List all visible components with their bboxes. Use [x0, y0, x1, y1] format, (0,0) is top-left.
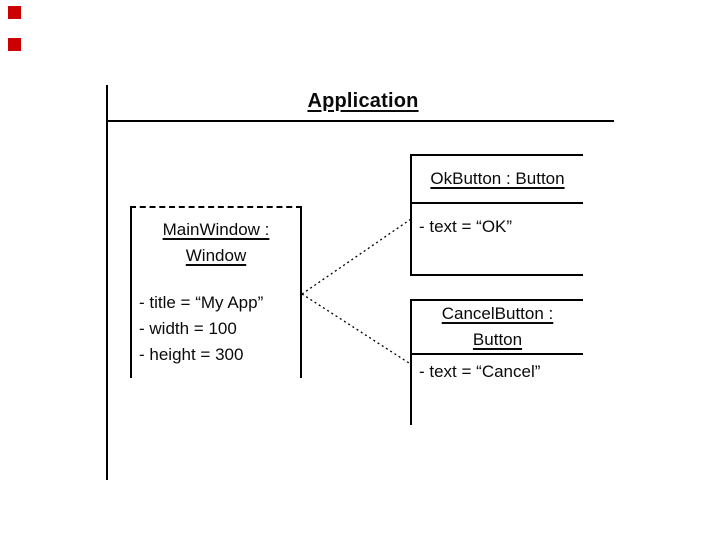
- mainwindow-attr-title: - title = “My App”: [139, 293, 264, 312]
- okbutton-attributes: - text = “OK”: [412, 204, 583, 240]
- cancelbutton-title-line1: CancelButton :: [441, 304, 554, 323]
- okbutton-attr-text: - text = “OK”: [419, 217, 513, 236]
- slide-frame-horizontal-line: [106, 120, 614, 122]
- mainwindow-object-title: MainWindow : Window: [132, 217, 300, 269]
- mainwindow-attributes: - title = “My App” - width = 100 - heigh…: [132, 290, 300, 368]
- mainwindow-attr-width: - width = 100: [139, 319, 237, 338]
- mainwindow-object-box: MainWindow : Window - title = “My App” -…: [130, 206, 302, 378]
- okbutton-object-title: OkButton : Button: [412, 156, 583, 204]
- connector-mainwindow-cancelbutton: [301, 293, 410, 364]
- okbutton-title-text: OkButton : Button: [430, 169, 565, 188]
- mainwindow-title-line1: MainWindow :: [162, 220, 270, 239]
- mainwindow-title-line2: Window: [185, 246, 247, 265]
- okbutton-object-box: OkButton : Button - text = “OK”: [410, 154, 583, 276]
- connector-mainwindow-okbutton: [301, 218, 412, 295]
- red-accent-square-top: [8, 6, 21, 19]
- red-accent-square-bottom: [8, 38, 21, 51]
- slide-title: Application: [307, 90, 419, 112]
- cancelbutton-object-title: CancelButton : Button: [412, 301, 583, 355]
- cancelbutton-object-box: CancelButton : Button - text = “Cancel”: [410, 299, 583, 425]
- cancelbutton-attributes: - text = “Cancel”: [412, 355, 583, 385]
- mainwindow-attr-height: - height = 300: [139, 345, 244, 364]
- slide-frame-vertical-line: [106, 85, 108, 480]
- cancelbutton-attr-text: - text = “Cancel”: [419, 362, 541, 381]
- cancelbutton-title-line2: Button: [472, 330, 523, 349]
